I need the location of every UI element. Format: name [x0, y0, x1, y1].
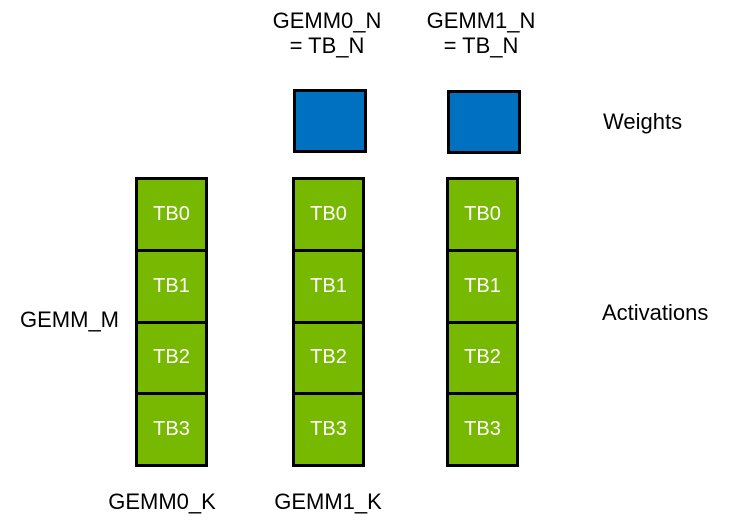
tb-cell: TB3	[138, 392, 205, 464]
tb-cell: TB1	[138, 248, 205, 321]
gemm1-n-line2: = TB_N	[443, 33, 519, 58]
activation-stack-gemm0: TB0 TB1 TB2 TB3	[292, 177, 365, 467]
tb-cell: TB2	[295, 320, 362, 393]
weight-tile-gemm0	[293, 89, 367, 153]
weights-label: Weights	[603, 109, 683, 134]
gemm1-n-header-label: GEMM1_N = TB_N	[371, 8, 591, 58]
tb-cell: TB1	[449, 248, 516, 321]
gemm0-n-line1: GEMM0_N	[272, 8, 382, 33]
tb-cell: TB0	[138, 180, 205, 249]
tb-cell: TB0	[449, 180, 516, 249]
gemm0-n-header-label: GEMM0_N = TB_N	[217, 8, 437, 58]
tb-cell: TB3	[295, 392, 362, 464]
gemm0-n-line2: = TB_N	[289, 33, 365, 58]
activation-stack-gemm1: TB0 TB1 TB2 TB3	[446, 177, 519, 467]
tb-cell: TB1	[295, 248, 362, 321]
tb-cell: TB0	[295, 180, 362, 249]
gemm1-n-line1: GEMM1_N	[426, 8, 536, 33]
activations-label: Activations	[602, 300, 709, 325]
activation-stack-left: TB0 TB1 TB2 TB3	[135, 177, 208, 467]
tb-cell: TB2	[138, 320, 205, 393]
gemm-m-label: GEMM_M	[20, 307, 119, 332]
weight-tile-gemm1	[447, 90, 521, 154]
gemm0-k-label: GEMM0_K	[108, 489, 216, 514]
gemm1-k-label: GEMM1_K	[274, 489, 382, 514]
tb-cell: TB3	[449, 392, 516, 464]
tb-cell: TB2	[449, 320, 516, 393]
